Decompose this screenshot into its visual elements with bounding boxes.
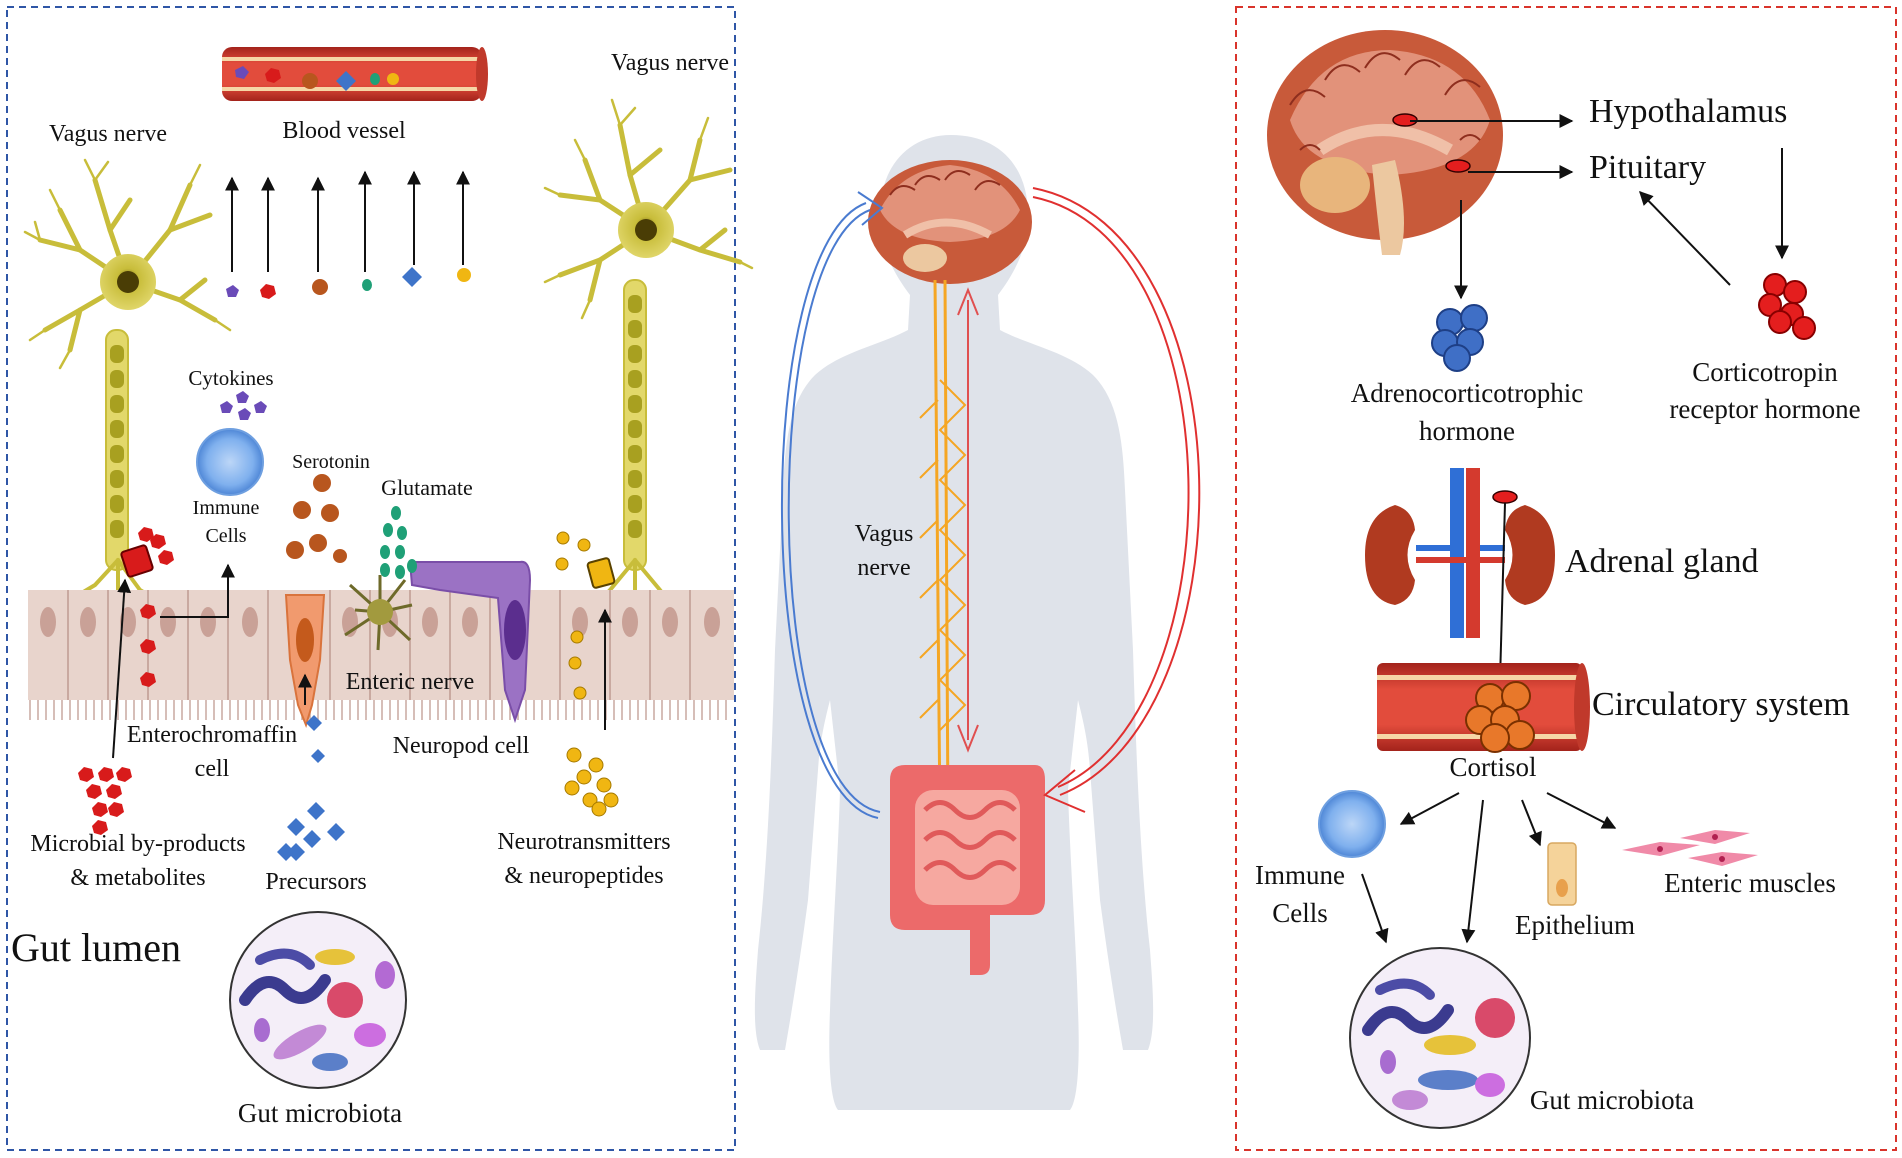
cortisol-effect-arrows — [1361, 792, 1617, 944]
adrenal-to-cortisol-arrow — [1493, 502, 1508, 682]
gut-lumen-label: Gut lumen — [11, 925, 181, 970]
feedback-loop-red — [1032, 187, 1201, 813]
cytokines-label: Cytokines — [188, 366, 274, 390]
acth-line2: hormone — [1419, 416, 1515, 446]
glutamate-label: Glutamate — [381, 475, 473, 500]
cytokines-molecules — [220, 391, 267, 420]
brain-center — [868, 160, 1032, 284]
blood-vessel — [222, 47, 488, 101]
immune-cells-left-line1: Immune — [192, 497, 260, 519]
enterochromaffin-line1: Enterochromaffin — [126, 722, 298, 748]
enterochromaffin-line2: cell — [194, 756, 230, 782]
vagus-nerve-center — [919, 279, 967, 821]
microbial-byproducts-cluster — [78, 767, 132, 835]
intestine-center — [890, 765, 1045, 975]
hypothalamus-label: Hypothalamus — [1589, 93, 1788, 130]
microbial-line1: Microbial by-products — [30, 831, 246, 857]
glutamate-molecules — [380, 506, 417, 579]
crh-line2: receptor hormone — [1669, 394, 1861, 424]
vagus-neuron-right — [543, 98, 754, 617]
microbial-receptor — [120, 544, 154, 578]
epithelium-cell — [1547, 842, 1577, 906]
upward-transport-arrows — [225, 170, 470, 272]
immune-right-line1: Immune — [1255, 860, 1345, 890]
epithelium-label: Epithelium — [1515, 910, 1635, 940]
immune-right-line2: Cells — [1272, 898, 1328, 928]
gut-microbiota-right — [1349, 947, 1531, 1129]
pituitary-label: Pituitary — [1589, 149, 1707, 186]
precursors-molecules — [277, 715, 345, 861]
gut-microbiota-left — [229, 911, 407, 1089]
crh-molecule — [1758, 273, 1816, 340]
brain-right — [1267, 30, 1503, 255]
serotonin-label: Serotonin — [292, 451, 370, 473]
microbial-line2: & metabolites — [70, 865, 206, 891]
cortisol-molecule — [1465, 681, 1535, 753]
neuropeptide-receptor — [586, 557, 616, 589]
kidneys-adrenal — [1365, 468, 1555, 638]
gut-microbiota-left-label: Gut microbiota — [237, 1098, 403, 1128]
neurotransmitters-line2: & neuropeptides — [504, 863, 664, 889]
crh-line1: Corticotropin — [1692, 357, 1838, 387]
myelin-segments-left — [110, 345, 124, 538]
enteric-muscles-shape — [1622, 830, 1758, 866]
left-panel-border — [6, 6, 736, 1151]
immune-cells-left-line2: Cells — [205, 525, 247, 547]
immune-cell-right — [1318, 790, 1386, 858]
microbial-molecules — [138, 527, 174, 687]
hpa-arrows — [1410, 114, 1789, 300]
microbial-arrows — [112, 563, 235, 759]
precursors-label: Precursors — [265, 869, 367, 895]
human-silhouette — [754, 135, 1154, 1110]
neurotransmitters-line1: Neurotransmitters — [497, 829, 671, 855]
neuropod-cell-label: Neuropod cell — [392, 733, 530, 759]
neuropod-cell-shape — [408, 560, 532, 724]
serotonin-molecules — [286, 474, 347, 563]
enteric-nerve-label: Enteric nerve — [345, 669, 475, 695]
vagus-nerve-right-label: Vagus nerve — [611, 50, 729, 76]
acth-molecule — [1431, 304, 1488, 372]
cortisol-label: Cortisol — [1449, 752, 1537, 782]
enteric-nerve-soma — [367, 599, 393, 625]
neurotransmitter-molecules — [555, 531, 619, 817]
circulatory-system-label: Circulatory system — [1592, 686, 1850, 723]
gut-microbiota-right-label: Gut microbiota — [1529, 1085, 1695, 1115]
enteric-muscles-label: Enteric muscles — [1664, 868, 1836, 898]
blood-vessel-label: Blood vessel — [282, 118, 406, 144]
vagus-center-line2: nerve — [857, 555, 911, 581]
feedback-loop-blue — [780, 191, 884, 819]
immune-cell-left — [196, 428, 264, 496]
circulating-molecules — [226, 267, 471, 299]
signal-double-arrow — [957, 287, 979, 753]
acth-line1: Adrenocorticotrophic — [1350, 378, 1584, 408]
vagus-center-line1: Vagus — [854, 521, 914, 547]
adrenal-gland-label: Adrenal gland — [1565, 543, 1759, 580]
vagus-nerve-left-label: Vagus nerve — [49, 121, 167, 147]
right-panel-border — [1235, 6, 1897, 1151]
myelin-segments-right — [628, 295, 642, 538]
